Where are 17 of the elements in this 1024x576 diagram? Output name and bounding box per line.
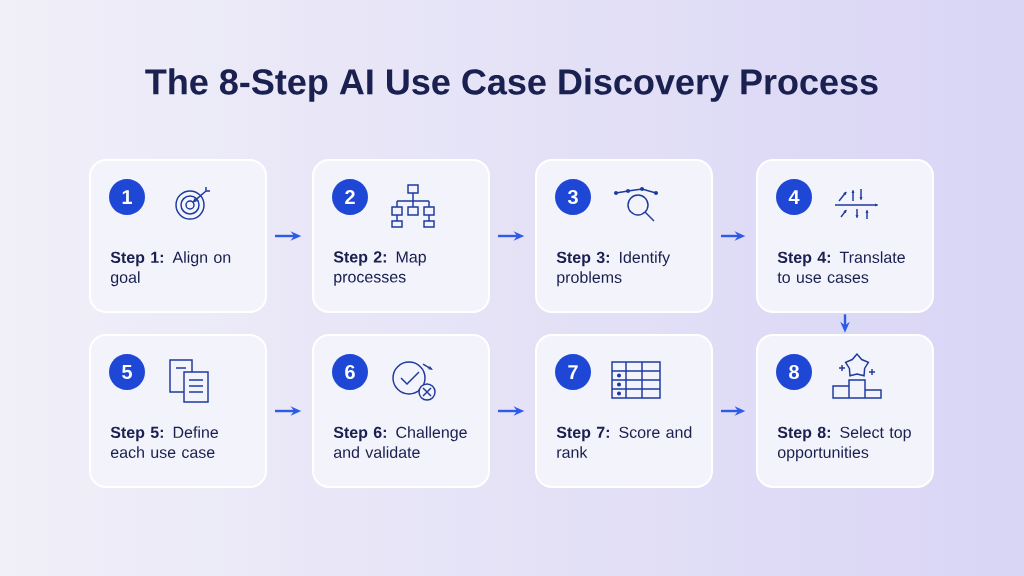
number-badge: 8 <box>776 354 812 390</box>
step-label: Step 8: Select top opportunities <box>777 426 911 462</box>
step-label: Step 3: Identify problems <box>556 251 671 287</box>
number-badge: 6 <box>332 354 368 390</box>
step-label: Step 7: Score and rank <box>556 426 692 458</box>
number-badge: 4 <box>776 179 812 215</box>
step-label: Step 4: Translate to use cases <box>777 251 905 283</box>
step-label: Step 2: Map processes <box>333 251 426 286</box>
number-badge: 7 <box>555 354 591 390</box>
number-badge: 5 <box>109 354 145 390</box>
step-label: Step 1: Align on goal <box>110 251 231 287</box>
step-label: Step 6: Challenge and validate <box>333 426 467 458</box>
number-badge: 3 <box>555 179 591 215</box>
number-badge: 1 <box>109 179 145 215</box>
step-label: Step 5: Define each use case <box>110 426 218 458</box>
number-badge: 2 <box>332 179 368 215</box>
title: The 8-Step AI Use Case Discovery Process <box>145 68 878 102</box>
